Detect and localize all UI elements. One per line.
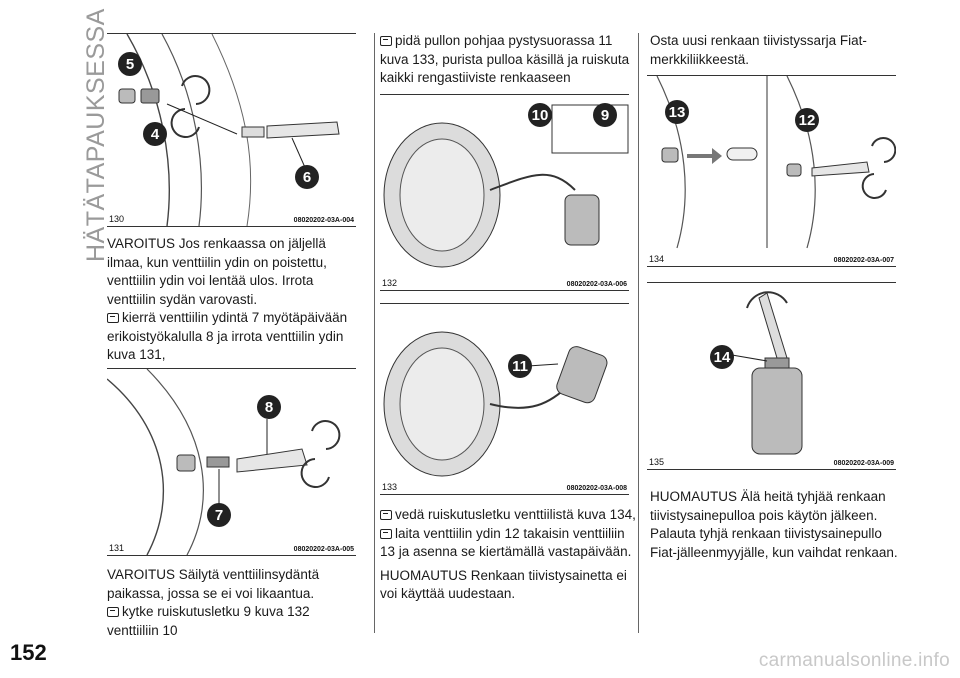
figure-code: 08020202-03A-009	[833, 460, 894, 467]
callout-13: 13	[669, 104, 686, 121]
column-divider	[374, 33, 375, 633]
figure-131: 8 7 131 08020202-03A-005	[107, 368, 356, 556]
section-title: HÄTÄTAPAUKSESSA	[82, 8, 110, 262]
note-paragraph: HUOMAUTUS Renkaan tiivistysainetta ei vo…	[380, 567, 627, 602]
valve-tool-illustration: 8 7	[107, 369, 341, 555]
step-text: kytke ruiskutusletku 9 kuva 132 venttiil…	[107, 604, 310, 638]
valve-core-illustration: 5 4 6	[118, 34, 340, 226]
col3-text-top: Osta uusi renkaan tiivistyssarja Fiat-me…	[650, 32, 908, 69]
bottle-inject-illustration: 11	[383, 331, 608, 477]
figure-number: 130	[109, 214, 125, 224]
warning-paragraph: VAROITUS Jos renkaassa on jäljellä ilmaa…	[107, 236, 327, 307]
step-bullet-icon	[380, 510, 392, 520]
step-text: pidä pullon pohjaa pystysuorassa 11 kuva…	[380, 33, 630, 85]
callout-6: 6	[303, 169, 311, 186]
warning-paragraph: VAROITUS Säilytä venttiilinsydäntä paika…	[107, 567, 320, 601]
callout-12: 12	[799, 112, 816, 129]
step-text: laita venttiilin ydin 12 takaisin ventti…	[380, 525, 632, 560]
callout-9: 9	[601, 107, 609, 124]
figure-number: 131	[109, 543, 125, 553]
bottle-cap-illustration: 14	[710, 291, 803, 455]
figure-number: 133	[382, 482, 398, 492]
callout-8: 8	[265, 399, 273, 416]
figure-code: 08020202-03A-006	[566, 281, 627, 288]
step-bullet-icon	[380, 36, 392, 46]
col1-text-bottom: VAROITUS Säilytä venttiilinsydäntä paika…	[107, 566, 365, 640]
step-item: vedä ruiskutusletku venttiilistä kuva 13…	[380, 506, 638, 525]
figure-code: 08020202-03A-005	[293, 546, 354, 553]
figure-code: 08020202-03A-007	[833, 257, 894, 264]
step-item: kierrä venttiilin ydintä 7 myötäpäivään …	[107, 309, 365, 365]
figure-number: 135	[649, 457, 665, 467]
note-paragraph: HUOMAUTUS Älä heitä tyhjää renkaan tiivi…	[650, 489, 898, 560]
step-text: vedä ruiskutusletku venttiilistä kuva 13…	[395, 507, 636, 522]
figure-135: 14 135 08020202-03A-009	[647, 282, 896, 470]
figure-134: 13 12 134 08020202-03A-007	[647, 75, 896, 267]
callout-7: 7	[215, 507, 223, 524]
col2-text-top: pidä pullon pohjaa pystysuorassa 11 kuva…	[380, 32, 638, 88]
figure-number: 132	[382, 278, 398, 288]
callout-4: 4	[151, 126, 160, 143]
step-item: pidä pullon pohjaa pystysuorassa 11 kuva…	[380, 32, 638, 88]
figure-130: 5 4 6 130 08020202-03A-004	[107, 33, 356, 227]
info-paragraph: Osta uusi renkaan tiivistyssarja Fiat-me…	[650, 33, 867, 67]
step-bullet-icon	[107, 313, 119, 323]
step-text: kierrä venttiilin ydintä 7 myötäpäivään …	[107, 310, 348, 362]
step-bullet-icon	[107, 607, 119, 617]
step-item: laita venttiilin ydin 12 takaisin ventti…	[380, 525, 638, 562]
col3-text-bottom: HUOMAUTUS Älä heitä tyhjää renkaan tiivi…	[650, 488, 908, 562]
watermark: carmanualsonline.info	[758, 650, 950, 671]
column-divider	[638, 33, 639, 633]
col2-text-bottom: vedä ruiskutusletku venttiilistä kuva 13…	[380, 506, 638, 604]
figure-code: 08020202-03A-008	[566, 485, 627, 492]
callout-10: 10	[532, 107, 549, 124]
callout-11: 11	[512, 358, 528, 375]
figure-number: 134	[649, 254, 665, 264]
callout-14: 14	[714, 349, 731, 366]
step-bullet-icon	[380, 528, 392, 539]
callout-5: 5	[126, 56, 134, 73]
figure-code: 08020202-03A-004	[293, 217, 354, 224]
page-number: 152	[10, 640, 47, 665]
figure-133: 11 133 08020202-03A-008	[380, 303, 629, 495]
tyre-sealant-illustration: 10 9	[383, 103, 629, 268]
step-item: kytke ruiskutusletku 9 kuva 132 venttiil…	[107, 603, 365, 640]
figure-132: 10 9 132 08020202-03A-006	[380, 94, 629, 291]
valve-reinsert-illustration: 13 12	[656, 76, 896, 249]
col1-text-top: VAROITUS Jos renkaassa on jäljellä ilmaa…	[107, 235, 365, 365]
